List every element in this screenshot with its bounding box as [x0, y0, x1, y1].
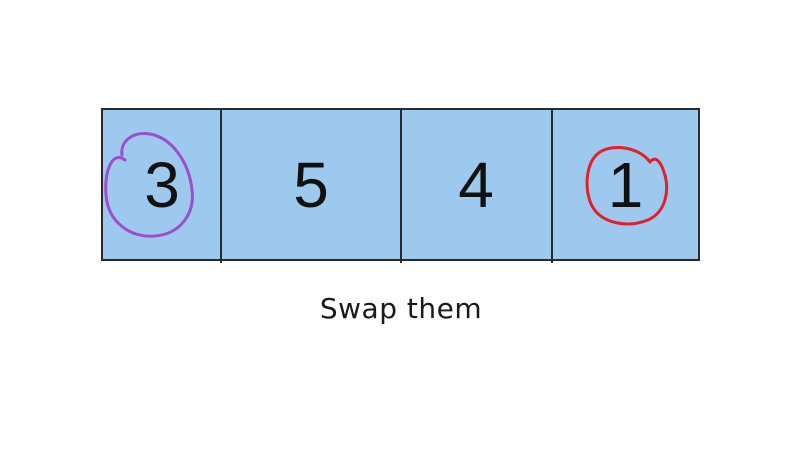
- array-cell-2: 4: [402, 110, 550, 259]
- array-cell-0: 3: [103, 110, 221, 259]
- array-strip: 3 5 4 1: [101, 108, 700, 263]
- cell-divider-1: [220, 108, 222, 263]
- cell-divider-2: [400, 108, 402, 263]
- array-cell-3-value: 1: [607, 148, 644, 221]
- array-cell-1-value: 5: [293, 148, 329, 221]
- array-cell-2-value: 4: [458, 148, 494, 221]
- array-cell-0-value: 3: [144, 148, 180, 221]
- array-cell-3: 1: [553, 110, 698, 259]
- cell-divider-3: [551, 108, 553, 263]
- array-cell-1: 5: [222, 110, 400, 259]
- caption: Swap them: [319, 292, 483, 325]
